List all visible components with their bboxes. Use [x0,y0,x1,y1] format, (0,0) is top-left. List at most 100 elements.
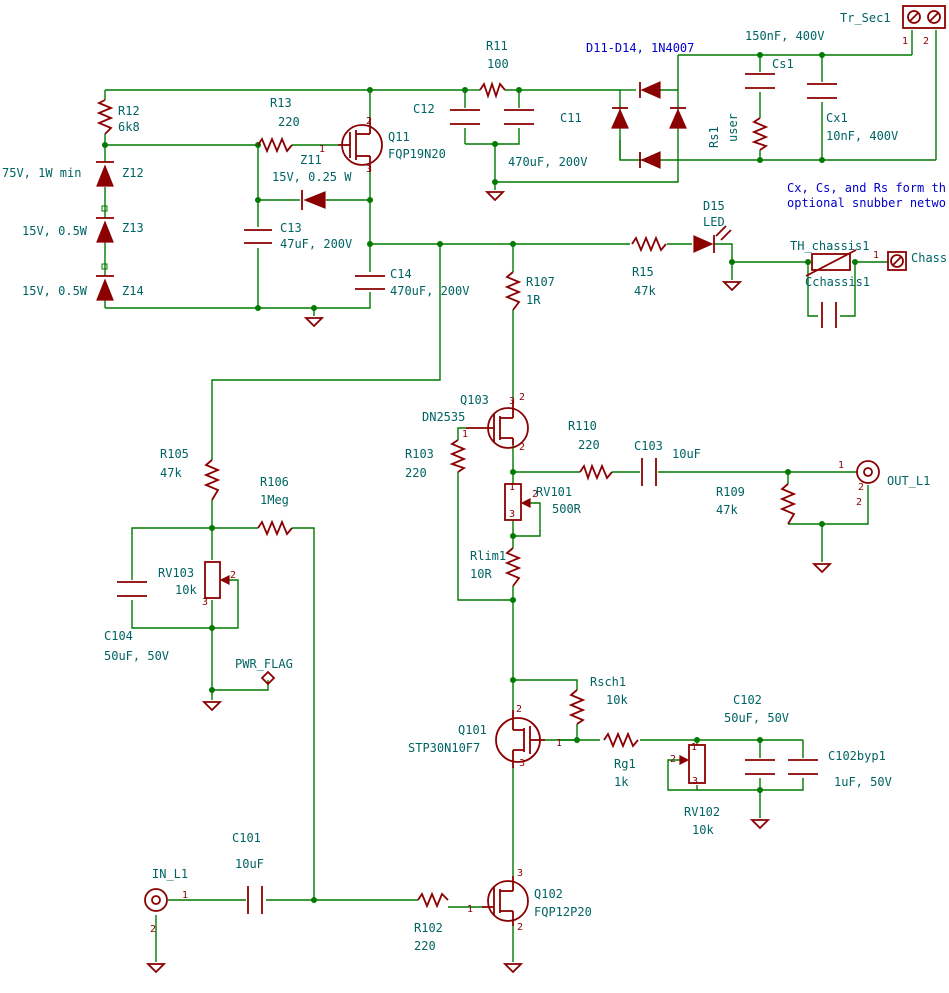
pin-number: 3 [509,509,515,520]
c13-ref: C13 [280,221,302,235]
rv103-ref: RV103 [158,566,194,580]
r13-ref: R13 [270,96,292,110]
ground-icon [303,317,325,328]
pin-number: 1 [509,482,515,493]
pin-number: 3 [517,868,523,879]
q101-value: STP30N10F7 [408,741,480,755]
pin-number: 3 [692,776,698,787]
rs1-ref: Rs1 [707,126,721,148]
c11-ref: C11 [560,111,582,125]
r105-ref: R105 [160,447,189,461]
labels: R12 6k8 R13 220 R11 100 C12 C11 470uF, 2… [2,11,947,953]
q101-ref: Q101 [458,723,487,737]
r103-ref: R103 [405,447,434,461]
ground-icon [484,191,506,202]
in-connector-label: IN_L1 [152,867,188,881]
c14-ref: C14 [390,267,412,281]
thermistor-ref: TH_chassis1 [790,239,869,253]
r15-value: 47k [634,284,656,298]
pin-number: 3 [366,164,372,175]
q11-value: FQP19N20 [388,147,446,161]
z11-ref: Z11 [300,153,322,167]
c13-value: 47uF, 200V [280,237,352,251]
r102-value: 220 [414,939,436,953]
ground-icon [811,563,833,574]
junction-dots [102,52,858,903]
d15-ref: D15 [703,199,725,213]
pin-number: 1 [182,890,188,901]
c103-value: 10uF [672,447,701,461]
rv102-ref: RV102 [684,805,720,819]
ground-icon [145,963,167,974]
components [96,5,946,926]
pin-number: 2 [858,482,864,493]
snubber-note-line1: Cx, Cs, and Rs form th [787,181,946,195]
pin-number: 2 [670,754,676,765]
c12-ref: C12 [413,102,435,116]
q102-value: FQP12P20 [534,905,592,919]
pin-number: 2 [516,704,522,715]
z12-ref: Z12 [122,166,144,180]
ground-symbols [145,191,833,974]
pin-numbers: 1 2 3 1 2 3 2 1 2 1 3 1 2 2 3 2 3 1 2 3 … [150,36,929,935]
pin-number: 1 [873,250,879,261]
c102-ref: C102 [733,693,762,707]
r103-value: 220 [405,466,427,480]
out-connector-label: OUT_L1 [887,474,930,488]
rs1-value: user [726,113,740,142]
c103-ref: C103 [634,439,663,453]
ground-icon [502,963,524,974]
r109-value: 47k [716,503,738,517]
c11-value: 470uF, 200V [508,155,587,169]
c102-value: 50uF, 50V [724,711,789,725]
pin-number: 2 [150,924,156,935]
r15-ref: R15 [632,265,654,279]
q11-ref: Q11 [388,130,410,144]
c101-value: 10uF [235,857,264,871]
r107-value: 1R [526,293,541,307]
q102-ref: Q102 [534,887,563,901]
cx1-value: 10nF, 400V [826,129,898,143]
ground-icon [721,281,743,292]
c104-value: 50uF, 50V [104,649,169,663]
rv101-ref: RV101 [536,485,572,499]
r109-ref: R109 [716,485,745,499]
ground-icon [749,819,771,830]
r106-ref: R106 [260,475,289,489]
pin-number: 2 [519,392,525,403]
pin-number: 3 [509,396,515,407]
cx1-ref: Cx1 [826,111,848,125]
pin-number: 3 [202,597,208,608]
pin-number: 2 [856,497,862,508]
r102-ref: R102 [414,921,443,935]
pin-number: 2 [366,116,372,127]
wires [104,30,937,962]
cchassis-ref: Cchassis1 [805,275,870,289]
r12-value: 6k8 [118,120,140,134]
rg1-value: 1k [614,775,629,789]
rv103-value: 10k [175,583,197,597]
z14-value: 15V, 0.5W [22,284,88,298]
cs1-ref: Cs1 [772,57,794,71]
cs1-value: 150nF, 400V [745,29,824,43]
pin-number: 1 [462,429,468,440]
z13-ref: Z13 [122,221,144,235]
pin-number: 1 [691,742,697,753]
c14-value: 470uF, 200V [390,284,469,298]
r106-value: 1Meg [260,493,289,507]
r110-value: 220 [578,438,600,452]
rv102-value: 10k [692,823,714,837]
rg1-ref: Rg1 [614,757,636,771]
r110-ref: R110 [568,419,597,433]
ground-icon [201,701,223,712]
rlim1-ref: Rlim1 [470,549,506,563]
r13-value: 220 [278,115,300,129]
pin-number: 1 [467,904,473,915]
pin-number: 2 [519,442,525,453]
z14-ref: Z14 [122,284,144,298]
bridge-label: D11-D14, 1N4007 [586,41,694,55]
c102byp-value: 1uF, 50V [834,775,892,789]
pin-number: 1 [902,36,908,47]
z11-value: 15V, 0.25 W [272,170,352,184]
